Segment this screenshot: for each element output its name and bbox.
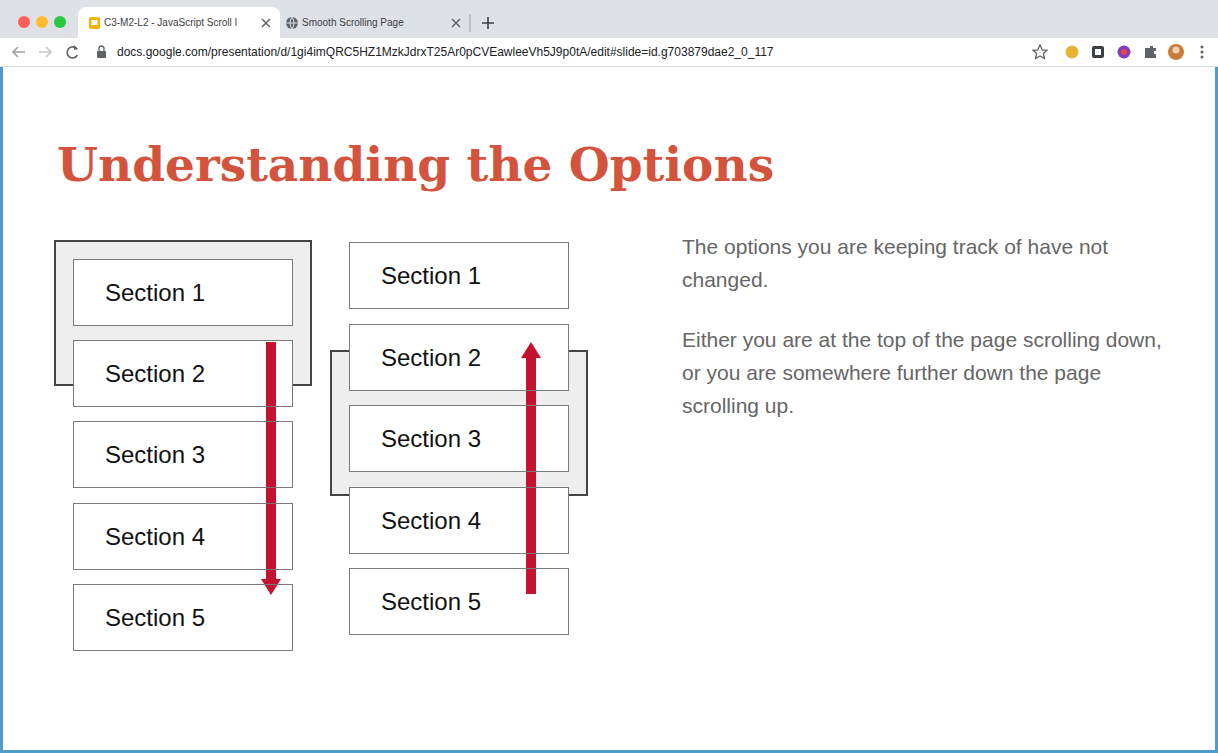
lock-shackle [99,46,104,51]
section-label: Section 4 [381,507,481,535]
section-box: Section 1 [73,259,293,326]
new-tab-icon [482,17,494,29]
box-fill [73,584,293,651]
window-edge [1215,67,1218,753]
globe-favicon [286,17,298,29]
section-box: Section 4 [349,487,569,554]
section-label: Section 3 [381,425,481,453]
section-label: Section 2 [105,360,205,388]
extensions-puzzle-icon [1145,46,1156,58]
slides-favicon [89,17,100,29]
section-label: Section 1 [381,262,481,290]
scroll-up-arrowhead [521,342,541,358]
slides-favicon-inner [92,20,98,25]
close-light [18,16,30,28]
lock-body [97,51,106,58]
forward-icon [39,47,51,57]
extension-icon [1118,46,1131,59]
section-label: Section 3 [105,441,205,469]
extension-icon-inner [1121,49,1127,55]
section-box: Section 3 [73,421,293,488]
section-box: Section 4 [73,503,293,570]
reload-head [74,45,78,50]
extension-icon-inner [1095,49,1101,55]
section-label: Section 5 [105,604,205,632]
menu-dot [1201,56,1204,59]
window-edge [0,750,1218,753]
box-fill [349,242,569,309]
tab-close-icon [452,19,460,27]
body-text: The options you are keeping track of hav… [682,230,1177,296]
bookmark-star [1033,45,1047,59]
slide-title: Understanding the Options [57,141,774,188]
globe-lines [286,17,298,29]
profile-avatar [1168,44,1184,60]
section-label: Section 4 [105,523,205,551]
section-box: Section 5 [73,584,293,651]
scroll-down-arrowhead [261,579,281,595]
back-icon [13,47,25,57]
menu-dot [1201,46,1204,49]
menu-dot [1201,51,1204,54]
section-label: Section 5 [381,588,481,616]
extension-icon [1092,46,1104,58]
tab-title: C3-M2-L2 - JavaScript Scroll I [104,17,237,29]
window-edge [0,67,3,753]
section-box: Section 1 [349,242,569,309]
body-text: Either you are at the top of the page sc… [682,323,1177,422]
scroll-down-arrow [266,342,276,582]
tab-separator [470,14,471,32]
section-box: Section 3 [349,405,569,472]
zoom-light [54,16,66,28]
section-box: Section 2 [73,340,293,407]
section-box: Section 5 [349,568,569,635]
section-label: Section 2 [381,344,481,372]
toolbar-border [0,66,1218,67]
box-fill [73,421,293,488]
scroll-up-arrow [526,356,536,594]
tab-title: Smooth Scrolling Page [302,17,404,29]
minimize-light [36,16,48,28]
box-fill [73,340,293,407]
section-box: Section 2 [349,324,569,391]
box-fills [73,242,569,651]
box-fill [73,259,293,326]
profile-face [1173,47,1180,54]
tab-close-icon [262,19,270,27]
extension-icon [1066,46,1079,59]
section-label: Section 1 [105,279,205,307]
url-text: docs.google.com/presentation/d/1gi4imQRC… [117,45,774,59]
box-fill [73,503,293,570]
toolbar [0,38,1218,66]
